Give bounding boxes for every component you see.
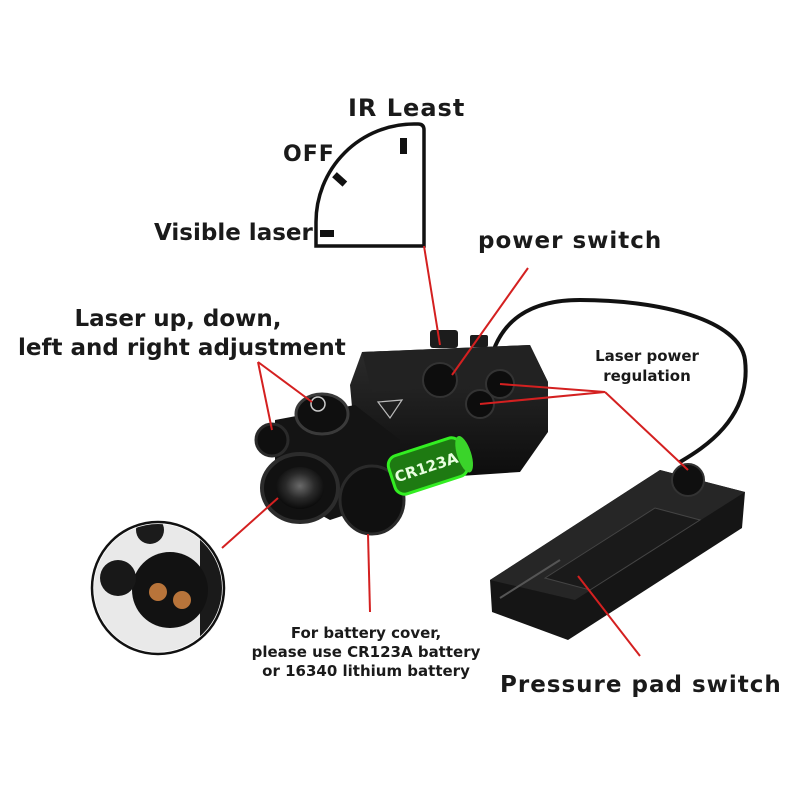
visible-laser-label: Visible laser [154,220,313,246]
pad-knob [671,463,705,497]
battery-note: For battery cover, please use CR123A bat… [240,624,492,681]
adjustment-label: Laser up, down, left and right adjustmen… [18,305,346,363]
power-switch-button [422,362,458,398]
laser-unit: CR123A [254,330,548,536]
ir-least-tick [400,138,407,154]
elevation-knob [294,392,350,436]
connector-pin-icon [173,591,191,609]
battery-cap [338,464,406,536]
power-regulation-line1: Laser power [595,347,699,365]
battery-note-line1: For battery cover, [290,624,442,642]
connector-closeup-inset [90,520,226,656]
remote-cable [488,297,748,464]
adjustment-label-line1: Laser up, down, [74,306,282,332]
power-regulation-label: Laser power regulation [588,346,706,386]
lens [276,467,324,509]
battery-note-line3: or 16340 lithium battery [262,662,470,680]
pressure-pad-label: Pressure pad switch [500,672,782,698]
power-regulation-line2: regulation [603,367,691,385]
ir-least-label: IR Least [348,94,466,122]
windage-knob [254,422,290,458]
adjustment-label-line2: left and right adjustment [18,335,346,361]
visible-laser-tick [320,230,334,237]
power-switch-label: power switch [478,228,663,254]
off-label: OFF [283,142,335,167]
brand-logo-icon [376,399,404,420]
mode-selector-dial [314,122,426,248]
cr123a-battery-highlight: CR123A [386,436,474,496]
mode-selector-switch [430,330,458,348]
battery-note-line2: please use CR123A battery [251,643,481,661]
pointer-lines [221,245,689,657]
pressure-pad-switch [490,463,745,640]
connector-pin-icon [149,583,167,601]
off-tick [332,172,348,187]
